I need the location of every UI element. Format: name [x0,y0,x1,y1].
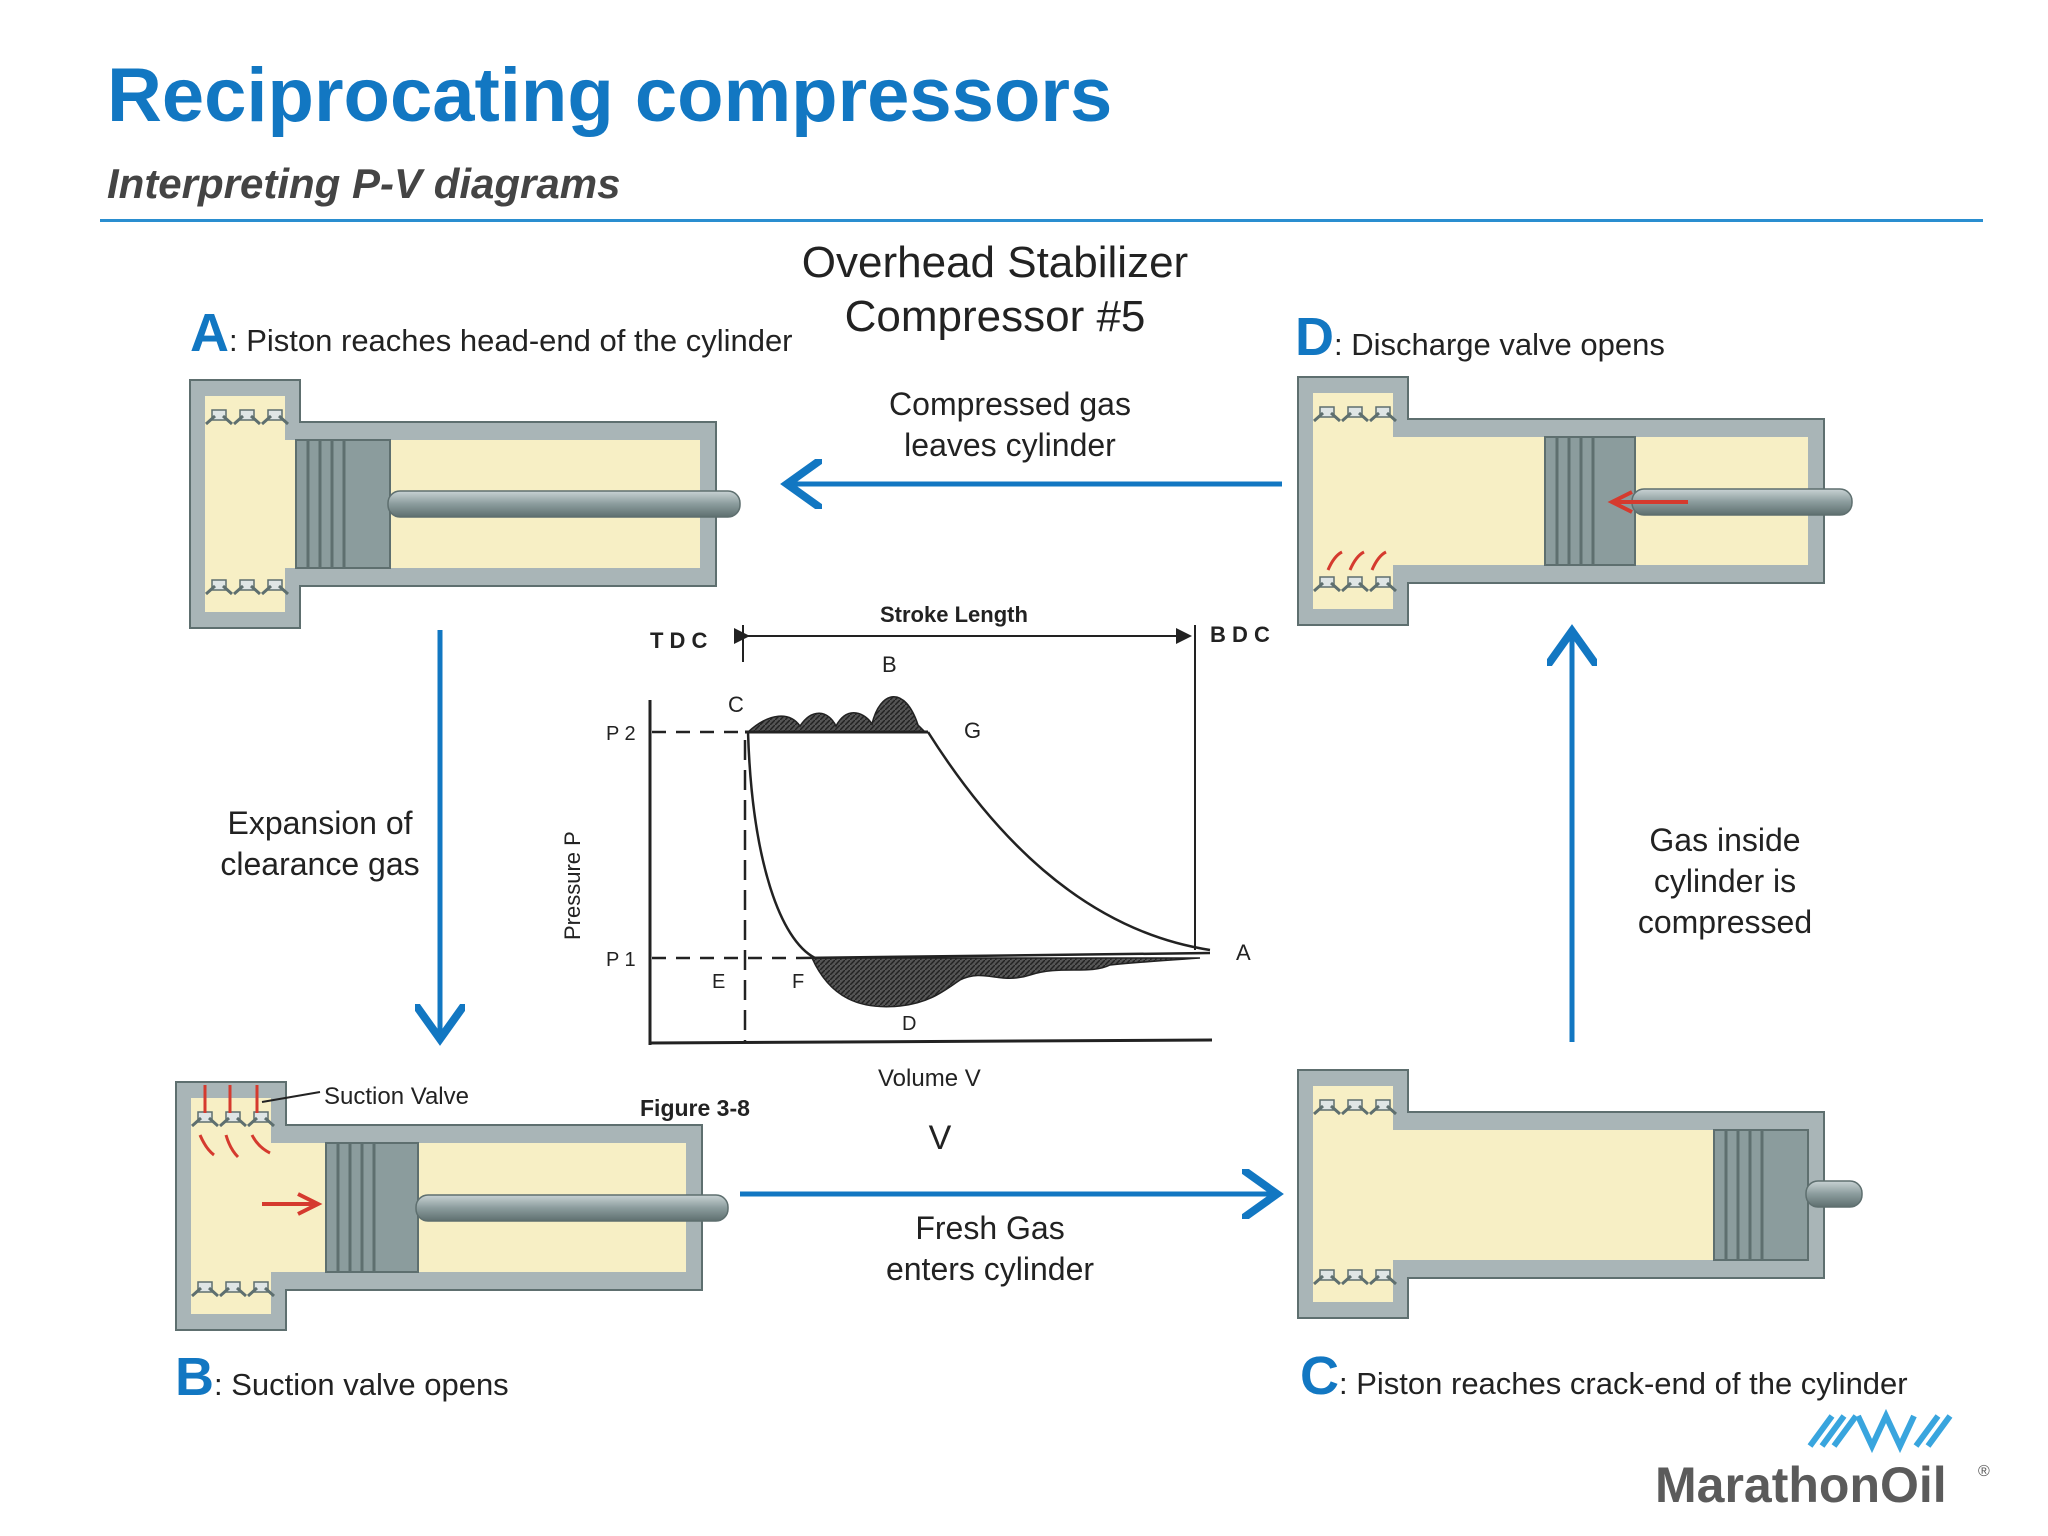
caption-d-to-a: Compressed gas leaves cylinder [865,384,1155,466]
step-c-label: C: Piston reaches crack-end of the cylin… [1300,1345,1908,1407]
pv-point-b: B [882,652,897,677]
pv-tdc-label: T D C [650,628,708,653]
pv-point-a: A [1236,940,1251,965]
piston-b [325,1142,419,1273]
pv-point-e: E [712,971,725,993]
pv-p2-label: P 2 [606,723,636,745]
piston-c [1713,1129,1809,1261]
pv-xlabel: Volume V [878,1065,981,1092]
caption-a-to-b-line1: Expansion of [227,805,413,841]
title-divider [100,219,1983,222]
diagram-heading-line2: Compressor #5 [844,292,1146,341]
cylinder-b: Suction Valve [175,1081,729,1331]
v-label: V [928,1119,952,1157]
slide-title: Reciprocating compressors [107,53,1113,138]
logo-wave-icon [1807,1408,1953,1454]
step-a-text: : Piston reaches head-end of the cylinde… [229,323,793,358]
step-d-label: D: Discharge valve opens [1295,306,1665,368]
caption-d-to-a-line2: leaves cylinder [904,427,1116,463]
caption-c-to-d-line2: cylinder is [1653,863,1797,899]
suction-valve-label: Suction Valve [324,1083,469,1110]
logo-wordmark: MarathonOil [1655,1457,1947,1513]
piston-direction-arrow-d [1607,490,1688,514]
step-c-letter: C [1300,1346,1339,1406]
caption-c-to-d: Gas inside cylinder is compressed [1605,820,1845,943]
diagram-heading-line1: Overhead Stabilizer [801,238,1189,287]
caption-b-to-c-line2: enters cylinder [885,1251,1095,1287]
pv-point-f: F [792,971,804,993]
pv-bdc-label: B D C [1210,622,1270,647]
piston-a [295,439,391,569]
diagram-heading: Overhead Stabilizer Compressor #5 [795,236,1195,344]
cylinder-c [1297,1069,1863,1319]
pv-p1-label: P 1 [606,949,636,971]
step-b-label: B: Suction valve opens [175,1346,509,1408]
rod-b [415,1194,729,1222]
step-c-text: : Piston reaches crack-end of the cylind… [1339,1366,1908,1401]
cylinder-d [1297,376,1853,626]
rod-c [1805,1180,1863,1208]
pv-point-d: D [902,1013,916,1035]
caption-a-to-b-line2: clearance gas [220,846,420,882]
logo-registered: ® [1978,1463,1990,1480]
marathon-oil-logo: MarathonOil ® [1655,1408,1990,1513]
caption-b-to-c: Fresh Gas enters cylinder [860,1208,1120,1290]
slide-subtitle: Interpreting P-V diagrams [107,160,621,207]
caption-c-to-d-line3: compressed [1637,904,1813,940]
step-b-text: : Suction valve opens [214,1367,509,1402]
rod-a [387,490,741,518]
caption-c-to-d-line1: Gas inside [1649,822,1801,858]
pv-stroke-length-label: Stroke Length [880,602,1028,627]
step-d-text: : Discharge valve opens [1334,327,1665,362]
pv-point-g: G [964,718,981,743]
pv-figure-label: Figure 3-8 [640,1095,750,1121]
step-a-letter: A [190,303,229,363]
piston-direction-arrow-b [262,1192,323,1216]
caption-b-to-c-line1: Fresh Gas [915,1210,1065,1246]
step-a-label: A: Piston reaches head-end of the cylind… [190,302,793,364]
step-b-letter: B [175,1347,214,1407]
pv-diagram: T D C B D C Stroke Length P 2 P 1 Pressu… [560,602,1270,1121]
pv-x-axis [649,1038,1213,1045]
cylinder-a [189,379,741,629]
step-d-letter: D [1295,307,1334,367]
pv-point-c: C [728,692,744,717]
caption-d-to-a-line1: Compressed gas [889,386,1131,422]
pv-ylabel: Pressure P [560,831,585,940]
caption-a-to-b: Expansion of clearance gas [200,803,440,885]
